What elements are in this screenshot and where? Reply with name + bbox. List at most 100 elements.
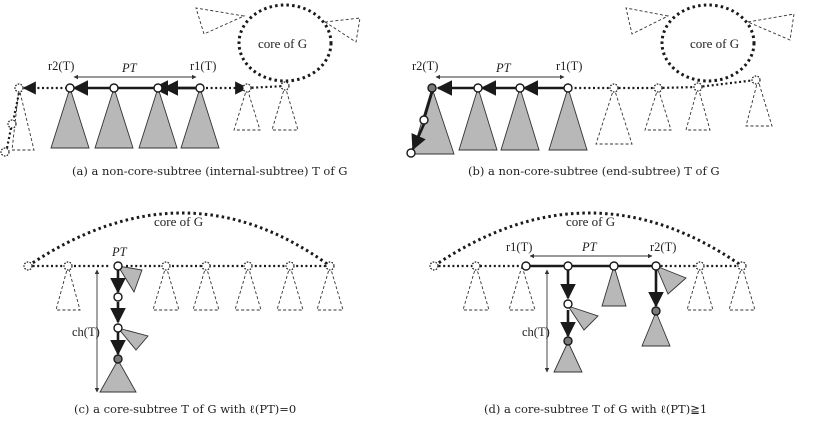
subtree-triangle [500, 86, 540, 151]
dotted-node [609, 83, 619, 93]
r1-label: r1(T) [506, 240, 532, 254]
outer-subtree-triangle [276, 264, 304, 311]
dotted-node [242, 83, 252, 93]
path-label: PT [111, 245, 128, 259]
path-node [153, 83, 163, 93]
dotted-edge [657, 85, 699, 90]
dotted-node [693, 82, 703, 92]
dotted-node [243, 261, 253, 271]
subtree-triangle [180, 86, 220, 149]
subtree-triangle [458, 86, 498, 151]
path-node [563, 261, 573, 271]
r2-label: r2(T) [650, 240, 676, 254]
core-subtree-triangle [323, 17, 361, 43]
outer-subtree-triangle [508, 264, 536, 311]
chain-node [563, 299, 573, 309]
dotted-edge [11, 92, 21, 123]
dotted-node [653, 83, 663, 93]
subtree-triangle [548, 86, 588, 151]
subtree-triangle [553, 340, 583, 373]
dotted-node [285, 261, 295, 271]
dotted-node [0, 147, 10, 157]
core-subtree-triangle [625, 7, 670, 35]
path-node [473, 83, 483, 93]
end-node [563, 336, 573, 346]
core-ellipse [660, 3, 756, 83]
dotted-node [201, 261, 211, 271]
dotted-edge [246, 84, 286, 90]
subtree-triangle [116, 327, 149, 351]
subtree-triangle [411, 86, 455, 155]
subtree-triangle [566, 305, 599, 331]
core-subtree-triangle [271, 84, 299, 131]
outer-subtree-triangle [685, 85, 711, 131]
root-node [113, 261, 123, 271]
path-node [515, 83, 525, 93]
caption: (c) a core-subtree T of G with ℓ(PT)=0 [74, 402, 296, 416]
panel-a: core of G PT [0, 3, 361, 178]
core-subtree-triangle [746, 13, 795, 41]
dotted-node [471, 261, 481, 271]
dotted-edge [5, 127, 13, 149]
path-node [609, 261, 619, 271]
core-subtree-triangle [195, 7, 246, 35]
subtree-triangle [94, 86, 134, 149]
height-label: ch(T) [522, 325, 550, 339]
chain-node [406, 148, 416, 158]
chain-node [113, 323, 123, 333]
core-arc [433, 211, 743, 268]
dotted-node [7, 119, 17, 129]
r1-label: r1(T) [190, 59, 216, 73]
dotted-node [751, 75, 761, 85]
caption: (a) a non-core-subtree (internal-subtree… [72, 164, 347, 178]
path-node [651, 261, 661, 271]
dotted-edge [697, 78, 757, 89]
core-arc [27, 211, 331, 268]
core-label: core of G [690, 36, 739, 51]
outer-subtree-triangle [234, 264, 262, 311]
subtree-triangle [50, 86, 90, 149]
caption: (b) a non-core-subtree (end-subtree) T o… [468, 164, 720, 178]
path-node [195, 83, 205, 93]
dotted-node [695, 261, 705, 271]
dotted-node [429, 261, 439, 271]
path-label: PT [581, 240, 598, 254]
outer-subtree-triangle [11, 87, 35, 151]
path-node [521, 261, 531, 271]
outer-subtree-triangle [316, 264, 344, 311]
core-label: core of G [154, 214, 203, 229]
outer-subtree-triangle [462, 264, 490, 311]
panel-b: core of G P [406, 3, 795, 178]
subtree-triangle [601, 264, 627, 307]
core-label: core of G [258, 36, 307, 51]
outer-subtree-triangle [152, 264, 180, 311]
dotted-node [161, 261, 171, 271]
path-node [563, 83, 573, 93]
outer-subtree-triangle [233, 86, 261, 131]
dotted-node [63, 261, 73, 271]
outer-subtree-triangle [55, 264, 81, 311]
chain-node [113, 292, 123, 302]
outer-subtree-triangle [595, 86, 633, 145]
subtree-triangle [655, 265, 687, 295]
dotted-node [325, 261, 335, 271]
dotted-node [737, 261, 747, 271]
subtree-triangle [99, 359, 137, 393]
subtree-triangle [641, 310, 671, 347]
subtree-triangle [138, 86, 178, 149]
outer-subtree-triangle [192, 264, 220, 311]
path-label: PT [121, 61, 138, 75]
end-node [113, 354, 123, 364]
panel-c: core of G ch(T) PT (c) a core-su [23, 211, 344, 416]
dotted-node [14, 83, 24, 93]
end-node [651, 306, 661, 316]
path-node [65, 83, 75, 93]
r2-label: r2(T) [48, 59, 74, 73]
end-node [427, 83, 437, 93]
dotted-node [23, 261, 33, 271]
r2-label: r2(T) [412, 59, 438, 73]
caption: (d) a core-subtree T of G with ℓ(PT)≧1 [484, 402, 707, 416]
outer-subtree-triangle [686, 264, 714, 311]
path-edge [423, 91, 434, 117]
